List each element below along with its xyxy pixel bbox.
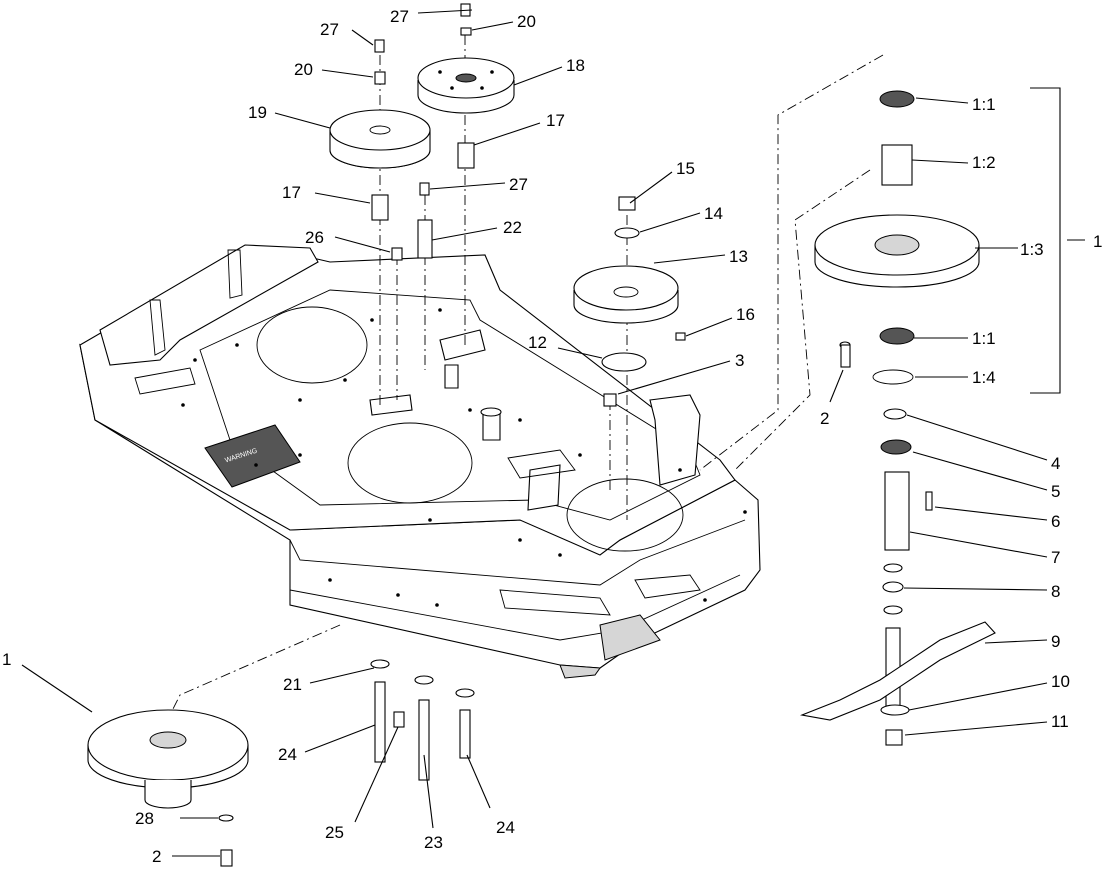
leader-lines: [21, 9, 1085, 857]
callout-17-left: 17: [282, 183, 301, 202]
callout-9: 9: [1051, 632, 1060, 651]
callout-21: 21: [283, 675, 302, 694]
idler-pulley-19: [329, 109, 431, 169]
nut-3: [603, 393, 617, 407]
callout-20-top: 20: [517, 12, 536, 31]
spacer-22: [417, 219, 433, 259]
callout-10: 10: [1051, 672, 1070, 691]
callout-5: 5: [1051, 482, 1060, 501]
callout-28: 28: [135, 809, 154, 828]
callout-11: 11: [1051, 712, 1069, 731]
callout-1-left: 1: [2, 650, 11, 669]
callout-14: 14: [704, 204, 723, 223]
spindle-assembly: [799, 90, 996, 746]
callout-1-4: 1:4: [972, 368, 996, 387]
callout-labels: 1 1 1:1 1:2 1:3 1:1 1:4 2 2 3 4 5 6 7 8 …: [2, 7, 1102, 866]
callout-19: 19: [248, 103, 267, 122]
spacer-17-left: [371, 194, 389, 221]
callout-8: 8: [1051, 582, 1060, 601]
callout-15: 15: [676, 159, 695, 178]
callout-1-1-top: 1:1: [972, 95, 996, 114]
callout-17-right: 17: [546, 111, 565, 130]
callout-22: 22: [503, 218, 522, 237]
callout-24-right: 24: [496, 818, 515, 837]
washer-20-top: [460, 27, 472, 36]
callout-24-left: 24: [278, 745, 297, 764]
callout-6: 6: [1051, 512, 1060, 531]
callout-27-left: 27: [320, 20, 339, 39]
spindle-housing-1: [87, 709, 249, 867]
callout-13: 13: [729, 247, 748, 266]
callout-7: 7: [1051, 548, 1060, 567]
bolt-27-mid: [419, 182, 430, 196]
callout-2-right: 2: [820, 409, 829, 428]
callout-4: 4: [1051, 454, 1060, 473]
callout-27-mid: 27: [509, 175, 528, 194]
deck-holes: [181, 308, 747, 607]
washer-12: [601, 352, 647, 372]
callout-26: 26: [305, 228, 324, 247]
washer-14: [614, 227, 640, 239]
callout-27-top: 27: [390, 7, 409, 26]
washer-20-left: [374, 71, 386, 85]
nut-26: [391, 247, 403, 261]
callout-3: 3: [735, 351, 744, 370]
callout-2-bottom: 2: [152, 847, 161, 866]
callout-16: 16: [736, 305, 755, 324]
callout-23: 23: [424, 833, 443, 852]
spacer-17-right: [457, 142, 475, 169]
callout-1-3: 1:3: [1020, 240, 1044, 259]
deck-housing: WARNING: [79, 244, 761, 679]
warning-decal: WARNING: [204, 424, 301, 488]
callout-1-2: 1:2: [972, 153, 996, 172]
callout-18: 18: [566, 56, 585, 75]
bolt-27-left: [374, 39, 385, 53]
callout-20-left: 20: [294, 60, 313, 79]
callout-1-right: 1: [1093, 232, 1102, 251]
pulley-13: [573, 265, 679, 324]
bottom-fasteners: [370, 659, 475, 781]
callout-12: 12: [528, 333, 547, 352]
pin-16: [675, 332, 686, 341]
callout-25: 25: [325, 823, 344, 842]
pulley-18: [417, 57, 515, 114]
callout-1-1-bottom: 1:1: [972, 329, 996, 348]
nut-15: [618, 196, 636, 211]
